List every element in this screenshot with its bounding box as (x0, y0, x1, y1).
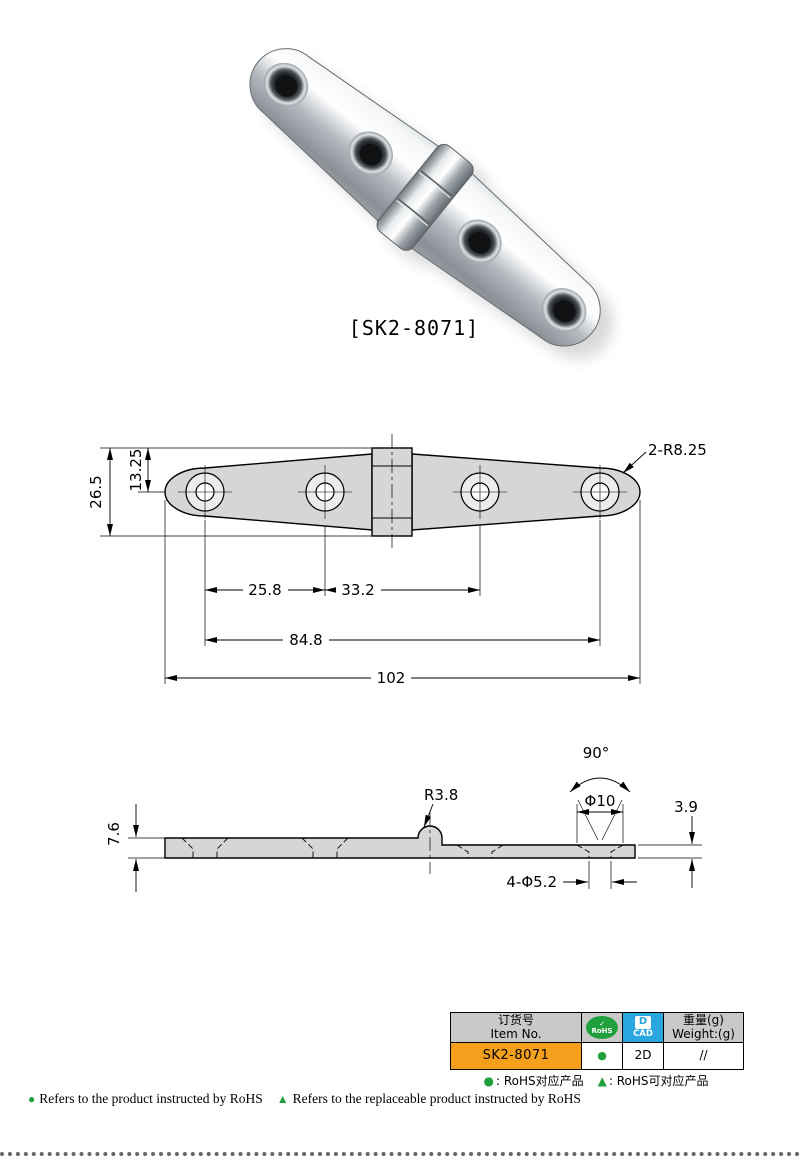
spec-table: 订货号 Item No. ✓ RoHS D CAD 重量(g) Weight:(… (450, 1012, 744, 1070)
dim-hole-span: 84.8 (289, 631, 322, 649)
side-view-dimensions: R3.8 7.6 90° Φ10 3.9 (105, 744, 702, 892)
hinge-knuckle (376, 143, 474, 251)
dim-knuckle-radius: R3.8 (424, 786, 458, 804)
top-view-drawing: 26.5 13.25 2-R8.25 25.8 33.2 84.8 102 (87, 434, 707, 687)
dim-overall-length: 102 (377, 669, 406, 687)
green-triangle-icon: ▲ (276, 1092, 289, 1106)
spec-header-rohs: ✓ RoHS (581, 1013, 622, 1043)
footnote-dot: ●Refers to the product instructed by RoH… (28, 1091, 263, 1107)
spec-header-weight: 重量(g) Weight:(g) (663, 1013, 743, 1043)
dim-hole-spec: 4-Φ5.2 (506, 873, 557, 891)
legend-rohs-triangle-text: : RoHS可对应产品 (608, 1074, 709, 1088)
dim-countersink-diameter: Φ10 (585, 792, 616, 810)
dim-hole-pitch-2: 33.2 (341, 581, 374, 599)
footnote-dot-text: Refers to the product instructed by RoHS (39, 1091, 263, 1106)
cad-badge-label: CAD (633, 1028, 653, 1039)
cad-availability-value: 2D (622, 1043, 663, 1069)
top-view-dimensions: 26.5 13.25 2-R8.25 25.8 33.2 84.8 102 (87, 441, 707, 687)
green-triangle-icon: ▲ (597, 1074, 607, 1088)
rohs-badge-icon: ✓ RoHS (586, 1016, 618, 1039)
product-photo (249, 48, 614, 359)
cad-logo-icon: D (635, 1015, 651, 1029)
side-view-hidden-holes (181, 837, 624, 858)
rohs-legend: ●: RoHS对应产品 ▲: RoHS可对应产品 (440, 1072, 752, 1089)
dim-overall-height: 26.5 (87, 475, 105, 508)
hinge-holes (263, 62, 587, 332)
top-view-holes (178, 465, 627, 519)
side-view-outline (164, 812, 636, 874)
legend-rohs-dot-text: : RoHS对应产品 (495, 1074, 584, 1088)
spec-header-cad: D CAD (622, 1013, 663, 1043)
top-view-hinge-outline (164, 434, 641, 550)
item-no-label-cn: 订货号 (497, 1013, 534, 1028)
rohs-footnote: ●Refers to the product instructed by RoH… (28, 1091, 776, 1107)
product-code-caption: [SK2-8071] (348, 316, 480, 340)
rohs-compliance-mark: ● (581, 1043, 622, 1069)
weight-label-en: Weight:(g) (672, 1026, 735, 1041)
weight-label-cn: 重量(g) (683, 1013, 724, 1028)
legend-rohs-dot: ●: RoHS对应产品 (484, 1072, 584, 1089)
green-dot-icon: ● (483, 1074, 494, 1088)
item-no-label-en: Item No. (490, 1026, 542, 1041)
dim-corner-radius: 2-R8.25 (648, 441, 707, 459)
weight-value: // (663, 1043, 743, 1069)
dim-knuckle-height: 7.6 (105, 822, 123, 846)
dim-countersink-angle: 90° (583, 744, 610, 762)
green-dot-icon: ● (28, 1092, 36, 1106)
footnote-triangle-text: Refers to the replaceable product instru… (292, 1091, 581, 1106)
footnote-triangle: ▲Refers to the replaceable product instr… (277, 1091, 581, 1107)
page-perforation-line (0, 1152, 800, 1156)
rohs-check-glyph: ✓ (599, 1019, 605, 1028)
hinge-render (249, 48, 601, 347)
rohs-badge-label: RoHS (591, 1026, 613, 1035)
dim-hole-pitch-1: 25.8 (248, 581, 281, 599)
spec-header-item-no: 订货号 Item No. (451, 1013, 581, 1043)
side-view-drawing: R3.8 7.6 90° Φ10 3.9 (105, 744, 702, 892)
dim-half-height: 13.25 (127, 449, 145, 492)
dim-plate-thickness: 3.9 (674, 798, 698, 816)
item-no-value: SK2-8071 (451, 1043, 581, 1069)
legend-rohs-triangle: ▲: RoHS可对应产品 (598, 1072, 709, 1089)
